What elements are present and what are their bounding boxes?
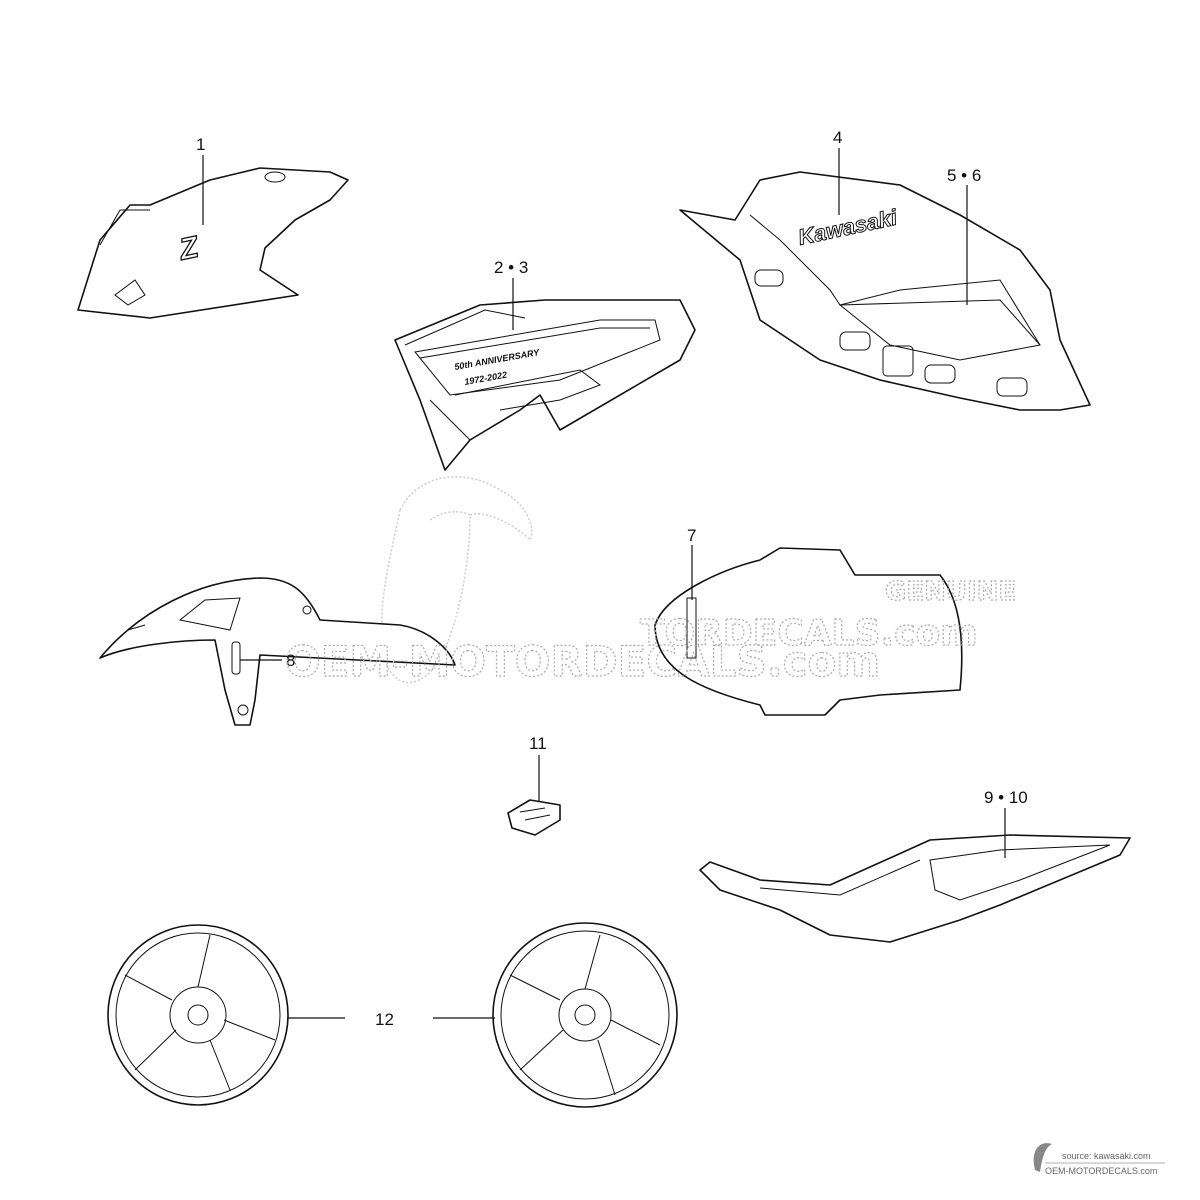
part-8-front-fender[interactable] bbox=[99, 577, 456, 726]
part-12-rear-wheel[interactable] bbox=[492, 922, 678, 1108]
callout-8: 8 bbox=[286, 651, 295, 670]
source-text: source: kawasaki.com bbox=[1062, 1151, 1151, 1161]
bird-logo-icon bbox=[1033, 1143, 1052, 1172]
callout-12: 12 bbox=[375, 1010, 394, 1029]
watermark-text-1: OEM-MOTORDECALS.com bbox=[285, 637, 880, 686]
part-9-10-tail-cowl[interactable] bbox=[699, 834, 1131, 943]
callout-4: 4 bbox=[833, 128, 842, 147]
tank-mounting-holes bbox=[754, 269, 1028, 397]
callout-2-3: 2 • 3 bbox=[494, 258, 528, 277]
watermark-text-2: TORDECALS.com bbox=[640, 613, 978, 654]
part-11-clip[interactable] bbox=[507, 799, 561, 836]
watermark: OEM-MOTORDECALS.com TORDECALS.com GENUIN… bbox=[284, 576, 1016, 686]
part-7-rear-fender[interactable] bbox=[654, 547, 963, 716]
part-1-side-cover[interactable]: Z bbox=[77, 167, 349, 319]
callout-7: 7 bbox=[687, 526, 696, 545]
callout-5-6: 5 • 6 bbox=[947, 166, 981, 185]
watermark-text-3: GENUINE bbox=[885, 577, 1016, 607]
callout-11: 11 bbox=[529, 734, 547, 753]
part-12-front-wheel[interactable] bbox=[107, 924, 289, 1106]
part-4-6-fuel-tank[interactable]: Kawasaki bbox=[679, 171, 1091, 411]
source-attribution: source: kawasaki.com OEM-MOTORDECALS.com bbox=[1033, 1143, 1165, 1176]
part-2-3-shroud[interactable]: 50th ANNIVERSARY 1972-2022 bbox=[394, 299, 696, 471]
callout-1: 1 bbox=[196, 135, 205, 154]
site-text: OEM-MOTORDECALS.com bbox=[1045, 1166, 1157, 1176]
callout-9-10: 9 • 10 bbox=[984, 788, 1028, 807]
